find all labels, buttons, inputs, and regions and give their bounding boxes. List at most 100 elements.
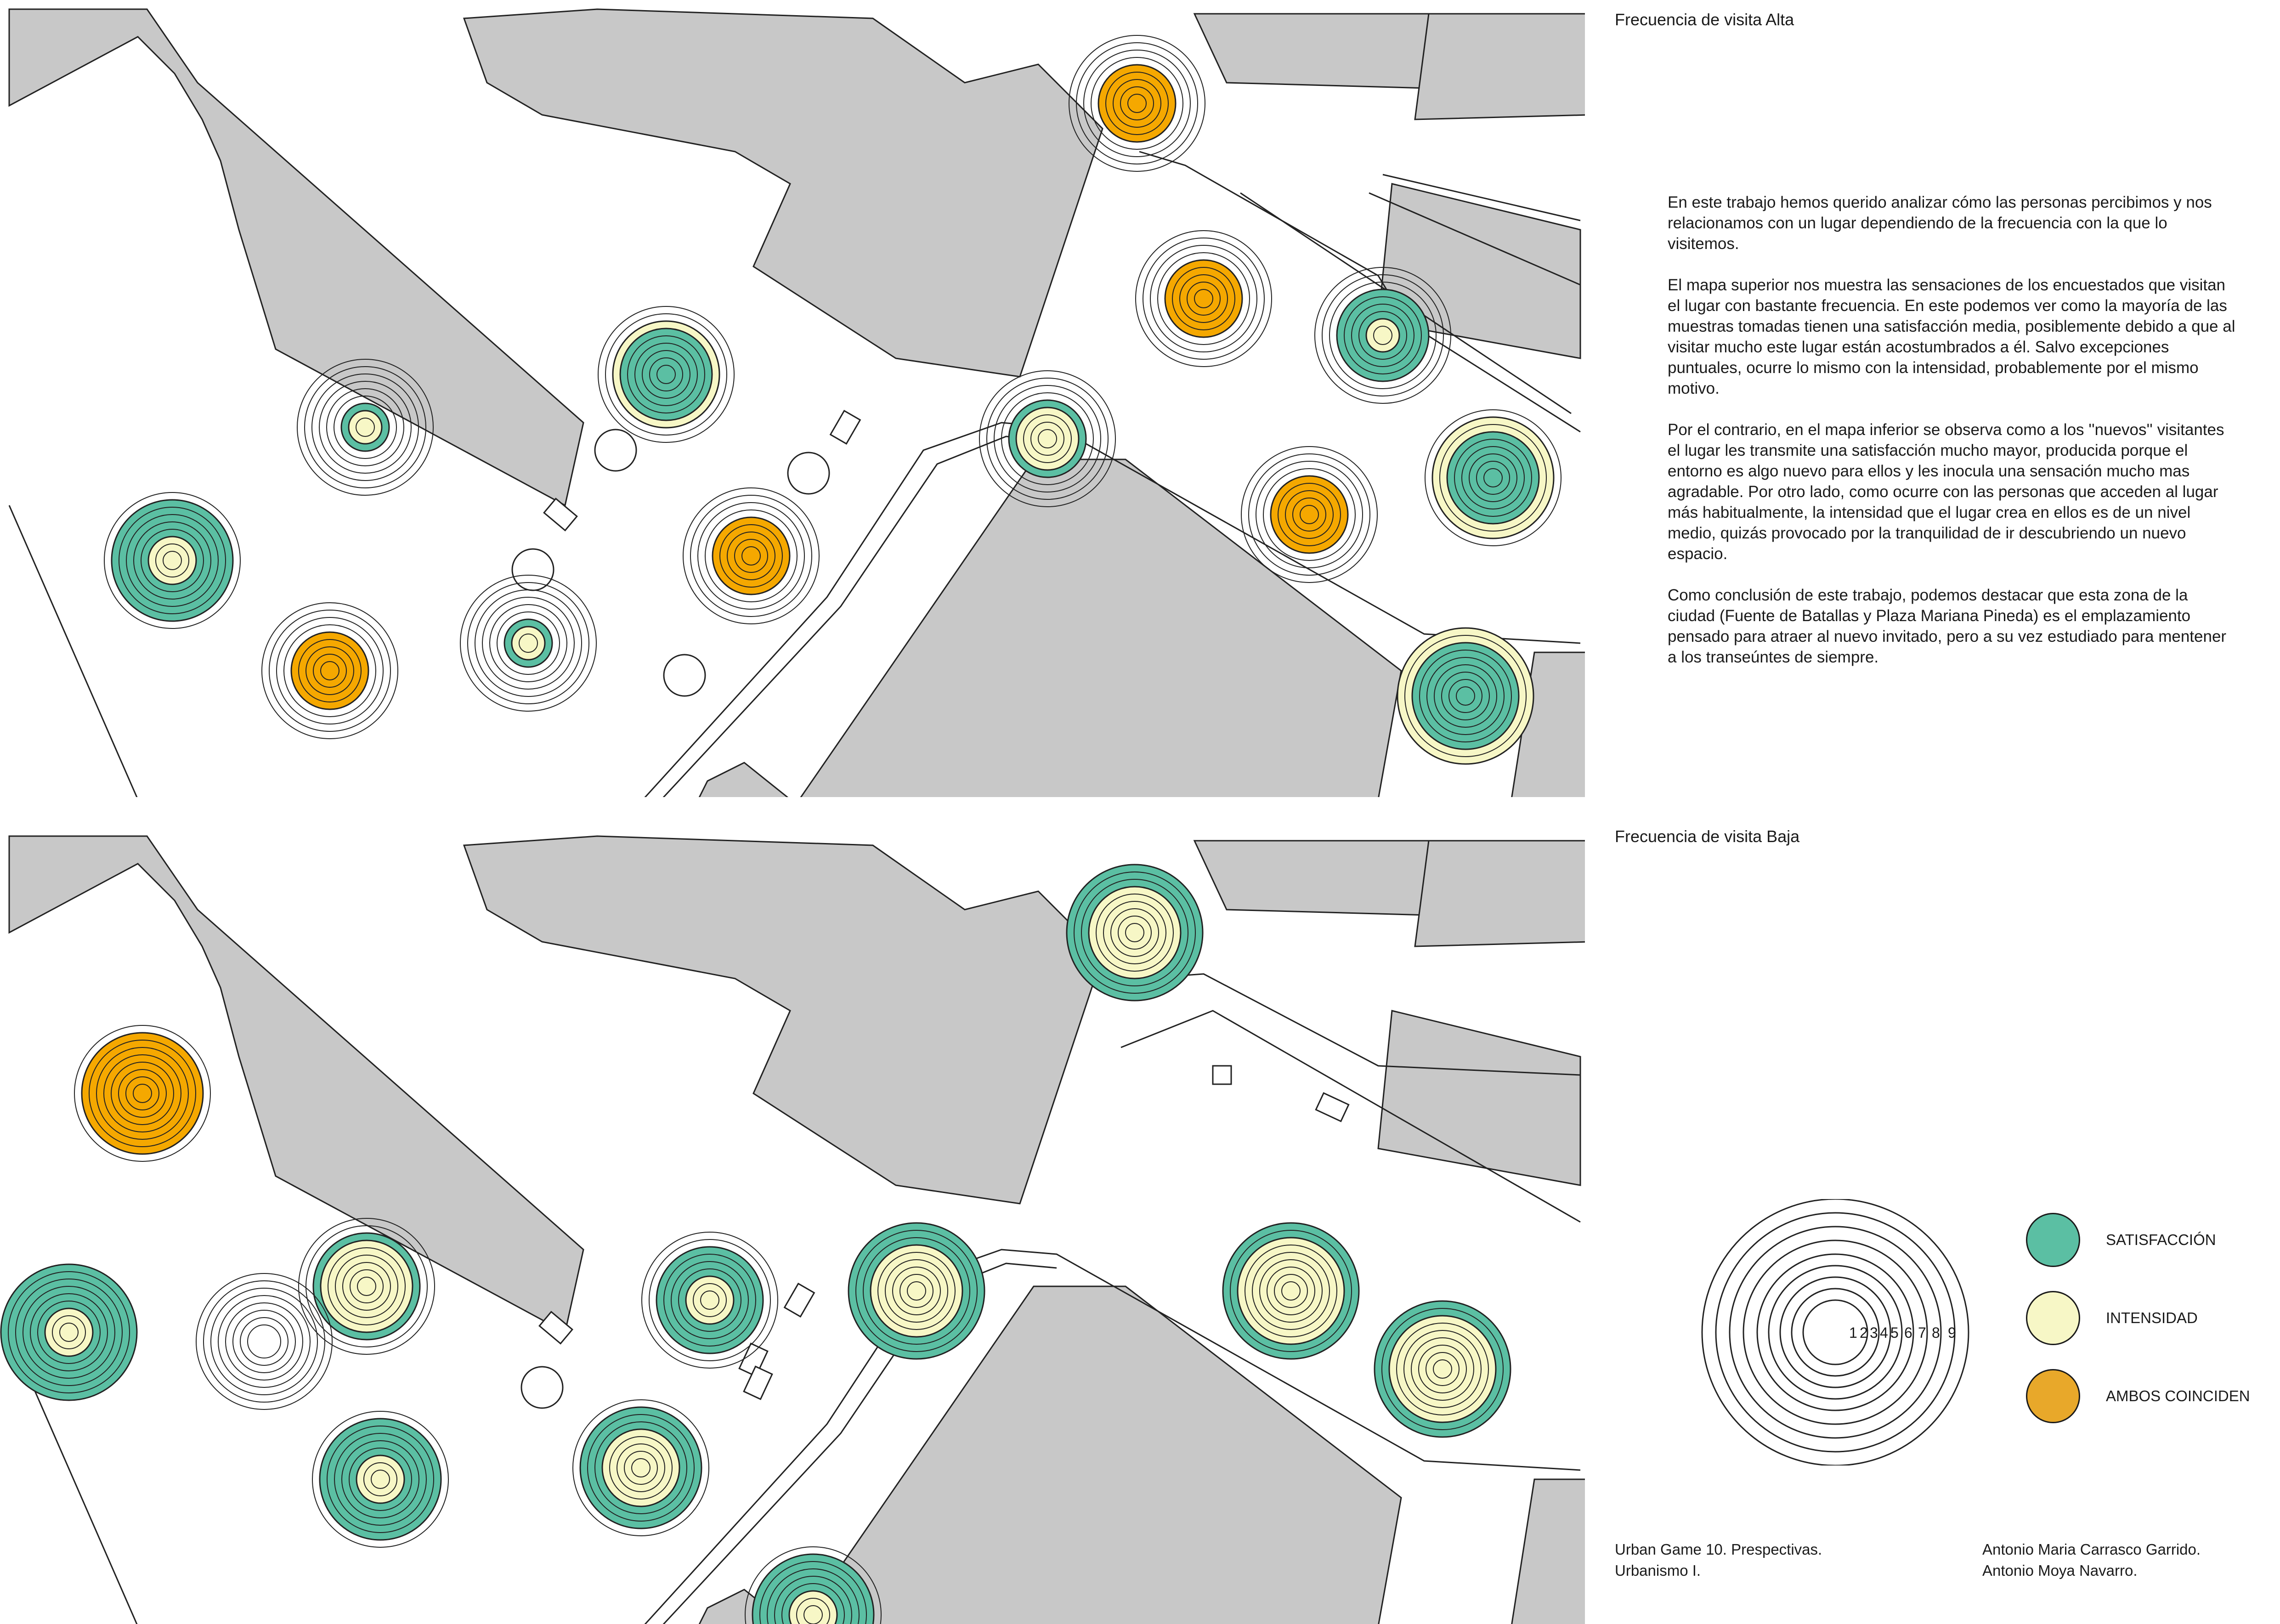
level-ring [232,1310,296,1373]
legend-ring [1715,1212,1956,1453]
level-ring [312,1411,449,1548]
building [463,8,1103,378]
footer-authors: Antonio Maria Carrasco Garrido. Antonio … [1982,1539,2201,1581]
tree [787,452,830,495]
map-top-canvas [8,8,1585,797]
survey-point-6 [460,575,597,712]
map-bottom-small-objects [520,1065,1350,1409]
level-ring [304,366,426,488]
survey-point-5 [641,1232,778,1369]
level-ring [624,1451,658,1485]
legend-ring [1768,1265,1903,1400]
tree [520,1366,564,1409]
street-line [8,505,138,797]
level-ring [1412,642,1519,750]
level-ring [349,1448,412,1511]
legend-ring [1779,1276,1891,1388]
level-ring [1259,1259,1323,1323]
level-ring [511,626,545,660]
level-ring [1433,1359,1452,1379]
level-ring [247,1324,281,1358]
bench [1212,1065,1232,1085]
level-ring [1074,871,1196,994]
bench [743,1365,773,1400]
street-line [644,1249,1581,1624]
level-ring [617,1443,665,1492]
level-ring [620,328,713,421]
level-ring [1263,468,1356,561]
level-ring [1127,94,1147,113]
legend-swatch-ambos [2026,1369,2080,1423]
level-ring [475,589,582,697]
legend-scale-label: 5 [1890,1324,1899,1341]
level-ring [306,1225,428,1347]
level-ring [261,602,398,739]
level-ring [52,1315,86,1349]
level-ring [1256,461,1363,568]
survey-point-9 [979,370,1116,507]
level-ring [1344,296,1422,374]
survey-point-10 [1066,864,1204,1002]
description-paragraph: Como conclusión de este trabajo, podemos… [1668,586,2227,666]
level-ring [133,1084,152,1103]
level-ring [1454,439,1532,517]
level-ring [1329,282,1437,389]
survey-point-6 [848,1222,985,1360]
level-ring [23,1286,115,1379]
level-ring [141,529,204,592]
survey-point-5 [683,487,820,624]
map-bottom-points [0,864,1511,1624]
level-ring [356,418,375,437]
legend-item-intensidad: INTENSIDAD [2026,1291,2198,1345]
panel-title-low: Frecuencia de visita Baja [1615,827,1800,846]
level-ring [1373,326,1392,345]
level-ring [712,516,791,595]
level-ring [1120,86,1154,120]
level-ring [690,495,812,617]
level-ring [1447,431,1539,524]
level-ring [1125,923,1144,942]
building [463,835,1103,1205]
level-ring [705,509,798,602]
level-ring [1446,431,1540,525]
description-paragraph: Por el contrario, en el mapa inferior se… [1668,421,2224,563]
level-ring [877,1252,956,1330]
bench [538,1311,573,1345]
level-ring [148,536,197,585]
level-ring [1476,461,1510,495]
level-ring [1314,267,1451,404]
legend-scale-label: 2 [1860,1324,1868,1341]
legend-scale-label: 6 [1904,1324,1912,1341]
level-ring [627,335,705,413]
level-ring [1187,282,1221,316]
level-ring [1322,274,1444,396]
level-ring [1023,414,1072,463]
level-ring [218,1295,311,1388]
level-ring [1411,642,1520,750]
level-ring [163,551,182,570]
level-ring [907,1281,926,1301]
level-ring [15,1279,123,1386]
level-ring [649,357,683,391]
survey-point-2 [298,1218,435,1355]
level-ring [297,359,434,496]
level-ring [240,1317,289,1366]
level-ring [1237,1237,1345,1345]
level-ring [45,1308,93,1357]
level-ring [133,521,211,600]
level-ring [341,1440,419,1518]
tree [663,654,706,697]
level-ring [326,388,404,466]
street-line [1369,192,1581,286]
level-ring [641,1232,778,1369]
level-ring [685,1276,734,1324]
level-ring [306,646,354,695]
survey-point-1 [74,1025,211,1162]
footer-course: Urban Game 10. Prespectivas. Urbanismo I… [1615,1539,1822,1581]
level-ring [631,1458,651,1477]
level-ring [1098,64,1177,143]
level-ring [663,1254,756,1347]
survey-point-1 [297,359,434,496]
level-ring [1441,672,1490,720]
